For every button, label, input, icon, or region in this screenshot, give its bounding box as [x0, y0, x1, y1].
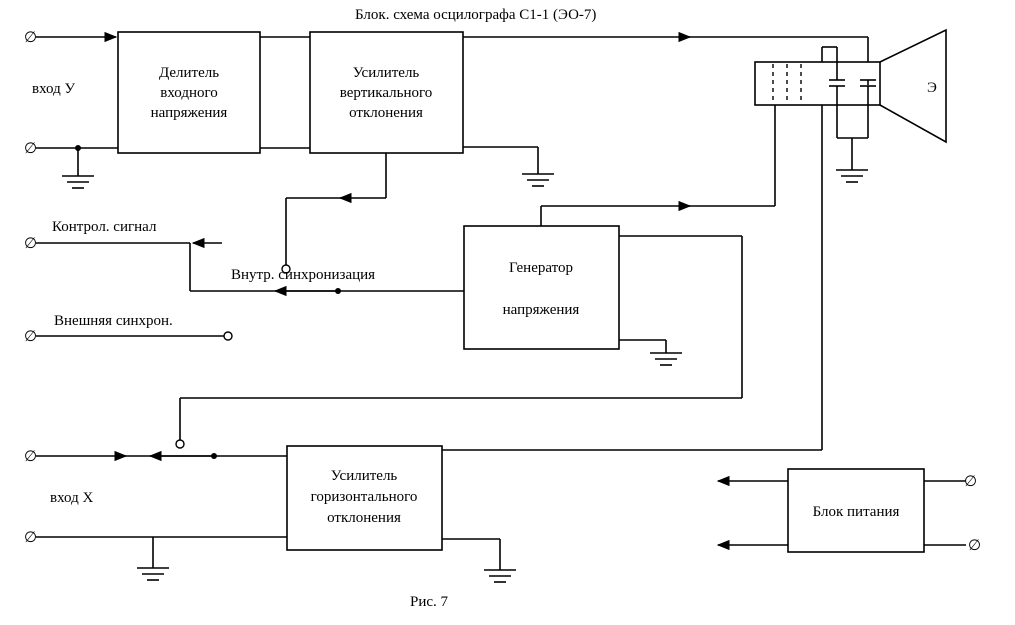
terminal-icon: ∅	[24, 141, 37, 157]
vertical-amp-label-2: вертикального	[340, 85, 433, 101]
switch-contact-icon	[223, 331, 233, 341]
generator-label-2: напряжения	[503, 302, 580, 318]
junction-dot	[211, 453, 217, 459]
internal-sync-label: Внутр. синхронизация	[231, 267, 375, 283]
divider-label-3: напряжения	[151, 105, 228, 121]
power-supply-block: Блок питания	[787, 468, 925, 553]
diagram-title: Блок. схема осцилографа С1-1 (ЭО-7)	[355, 7, 596, 23]
terminal-icon: ∅	[24, 236, 37, 252]
horizontal-amp-label-2: горизонтального	[311, 489, 418, 505]
ground-icon	[61, 175, 95, 189]
horizontal-amplifier-block: Усилитель горизонтального отклонения	[286, 445, 443, 551]
generator-block: Генератор напряжения	[463, 225, 620, 350]
divider-label-2: входного	[160, 85, 218, 101]
terminal-icon: ∅	[964, 474, 977, 490]
input-y-label: вход У	[32, 81, 75, 97]
horizontal-amp-label-1: Усилитель	[331, 468, 398, 484]
terminal-icon: ∅	[24, 530, 37, 546]
power-supply-label: Блок питания	[813, 504, 900, 520]
input-x-wiring: ∅ вход X ∅	[24, 449, 287, 581]
crt-label: Э	[927, 80, 937, 96]
vertical-amplifier-block: Усилитель вертикального отклонения	[309, 31, 464, 154]
divider-block: Делитель входного напряжения	[117, 31, 261, 154]
terminal-icon: ∅	[968, 538, 981, 554]
switch-contact-icon	[281, 264, 291, 274]
vertical-amp-label-1: Усилитель	[353, 65, 420, 81]
generator-label-1: Генератор	[509, 260, 573, 276]
horizontal-amp-label-3: отклонения	[327, 510, 401, 526]
input-y-wiring: ∅ ∅ вход У	[24, 30, 118, 189]
switch-contact-icon	[175, 439, 185, 449]
ground-icon	[136, 567, 170, 581]
ground-icon	[521, 173, 555, 187]
junction-dot	[335, 288, 341, 294]
terminal-icon: ∅	[24, 30, 37, 46]
terminal-icon: ∅	[24, 329, 37, 345]
terminal-icon: ∅	[24, 449, 37, 465]
ground-icon	[649, 352, 683, 366]
figure-caption: Рис. 7	[410, 594, 449, 610]
crt-icon: Э	[754, 28, 947, 144]
vertical-amp-label-3: отклонения	[349, 105, 423, 121]
external-sync-label: Внешняя синхрон.	[54, 313, 173, 329]
ground-icon	[835, 169, 869, 183]
input-x-label: вход X	[50, 490, 93, 506]
capacitor-icon	[821, 46, 876, 183]
ground-icon	[483, 569, 517, 583]
divider-label-1: Делитель	[159, 65, 219, 81]
control-signal-label: Контрол. сигнал	[52, 219, 157, 235]
